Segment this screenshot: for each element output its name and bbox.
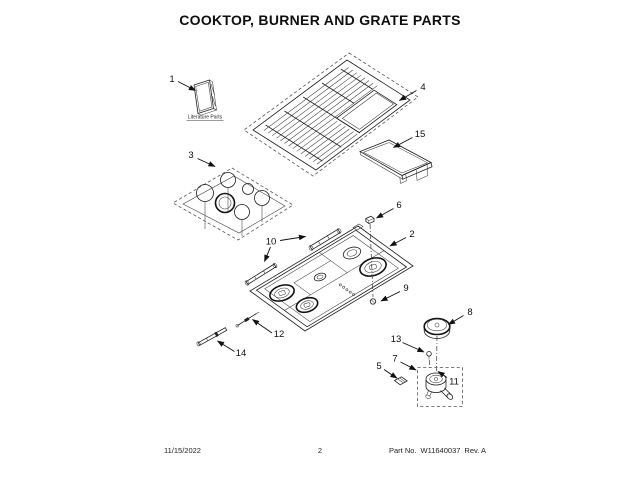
burner-base-group (395, 368, 463, 407)
svg-text:9: 9 (403, 283, 408, 294)
callout-3: 3 (188, 150, 216, 166)
svg-text:15: 15 (415, 129, 426, 140)
svg-text:12: 12 (274, 329, 285, 340)
svg-text:1: 1 (169, 74, 174, 85)
svg-text:2: 2 (409, 229, 414, 240)
callout-11: 11 (437, 372, 459, 388)
svg-text:3: 3 (188, 150, 193, 161)
part-number-label: Part No. (389, 446, 417, 455)
callout-6: 6 (375, 200, 402, 218)
griddle-part (360, 140, 432, 184)
cooktop-assembly (250, 224, 413, 331)
literature-part: Literature Parts (187, 80, 224, 121)
cooktop-surface-part (173, 168, 293, 240)
svg-text:13: 13 (391, 334, 402, 345)
callout-12: 12 (252, 320, 285, 340)
callout-4: 4 (398, 82, 426, 100)
svg-text:4: 4 (420, 82, 425, 93)
fastener-parts (366, 216, 432, 367)
callouts: 1 2 3 4 5 6 7 (169, 74, 472, 388)
callout-5: 5 (376, 361, 398, 378)
svg-text:7: 7 (392, 354, 397, 365)
svg-text:14: 14 (236, 348, 247, 359)
callout-1: 1 (169, 74, 197, 90)
callout-7: 7 (392, 354, 417, 370)
footer-page-number: 2 (317, 446, 323, 455)
revision-value: Rev. A (464, 446, 486, 455)
callout-13: 13 (391, 334, 425, 352)
burner-cap-part (424, 319, 450, 374)
footer-date: 11/15/2022 (164, 446, 201, 455)
svg-text:5: 5 (376, 361, 381, 372)
callout-9: 9 (380, 283, 409, 301)
literature-parts-label: Literature Parts (188, 115, 223, 121)
svg-text:6: 6 (396, 200, 401, 211)
callout-10: 10 (265, 234, 307, 263)
callout-14: 14 (216, 341, 247, 359)
grate-assembly (244, 53, 418, 176)
svg-text:10: 10 (266, 237, 277, 248)
callout-8: 8 (447, 307, 473, 324)
igniter-parts (196, 312, 259, 347)
svg-text:8: 8 (467, 307, 472, 318)
callout-15: 15 (392, 129, 426, 147)
callout-2: 2 (389, 229, 415, 246)
svg-text:11: 11 (449, 377, 459, 388)
page-title: COOKTOP, BURNER AND GRATE PARTS (179, 12, 461, 28)
rail-parts (244, 228, 342, 286)
part-number-value: W11640037 (420, 446, 461, 455)
